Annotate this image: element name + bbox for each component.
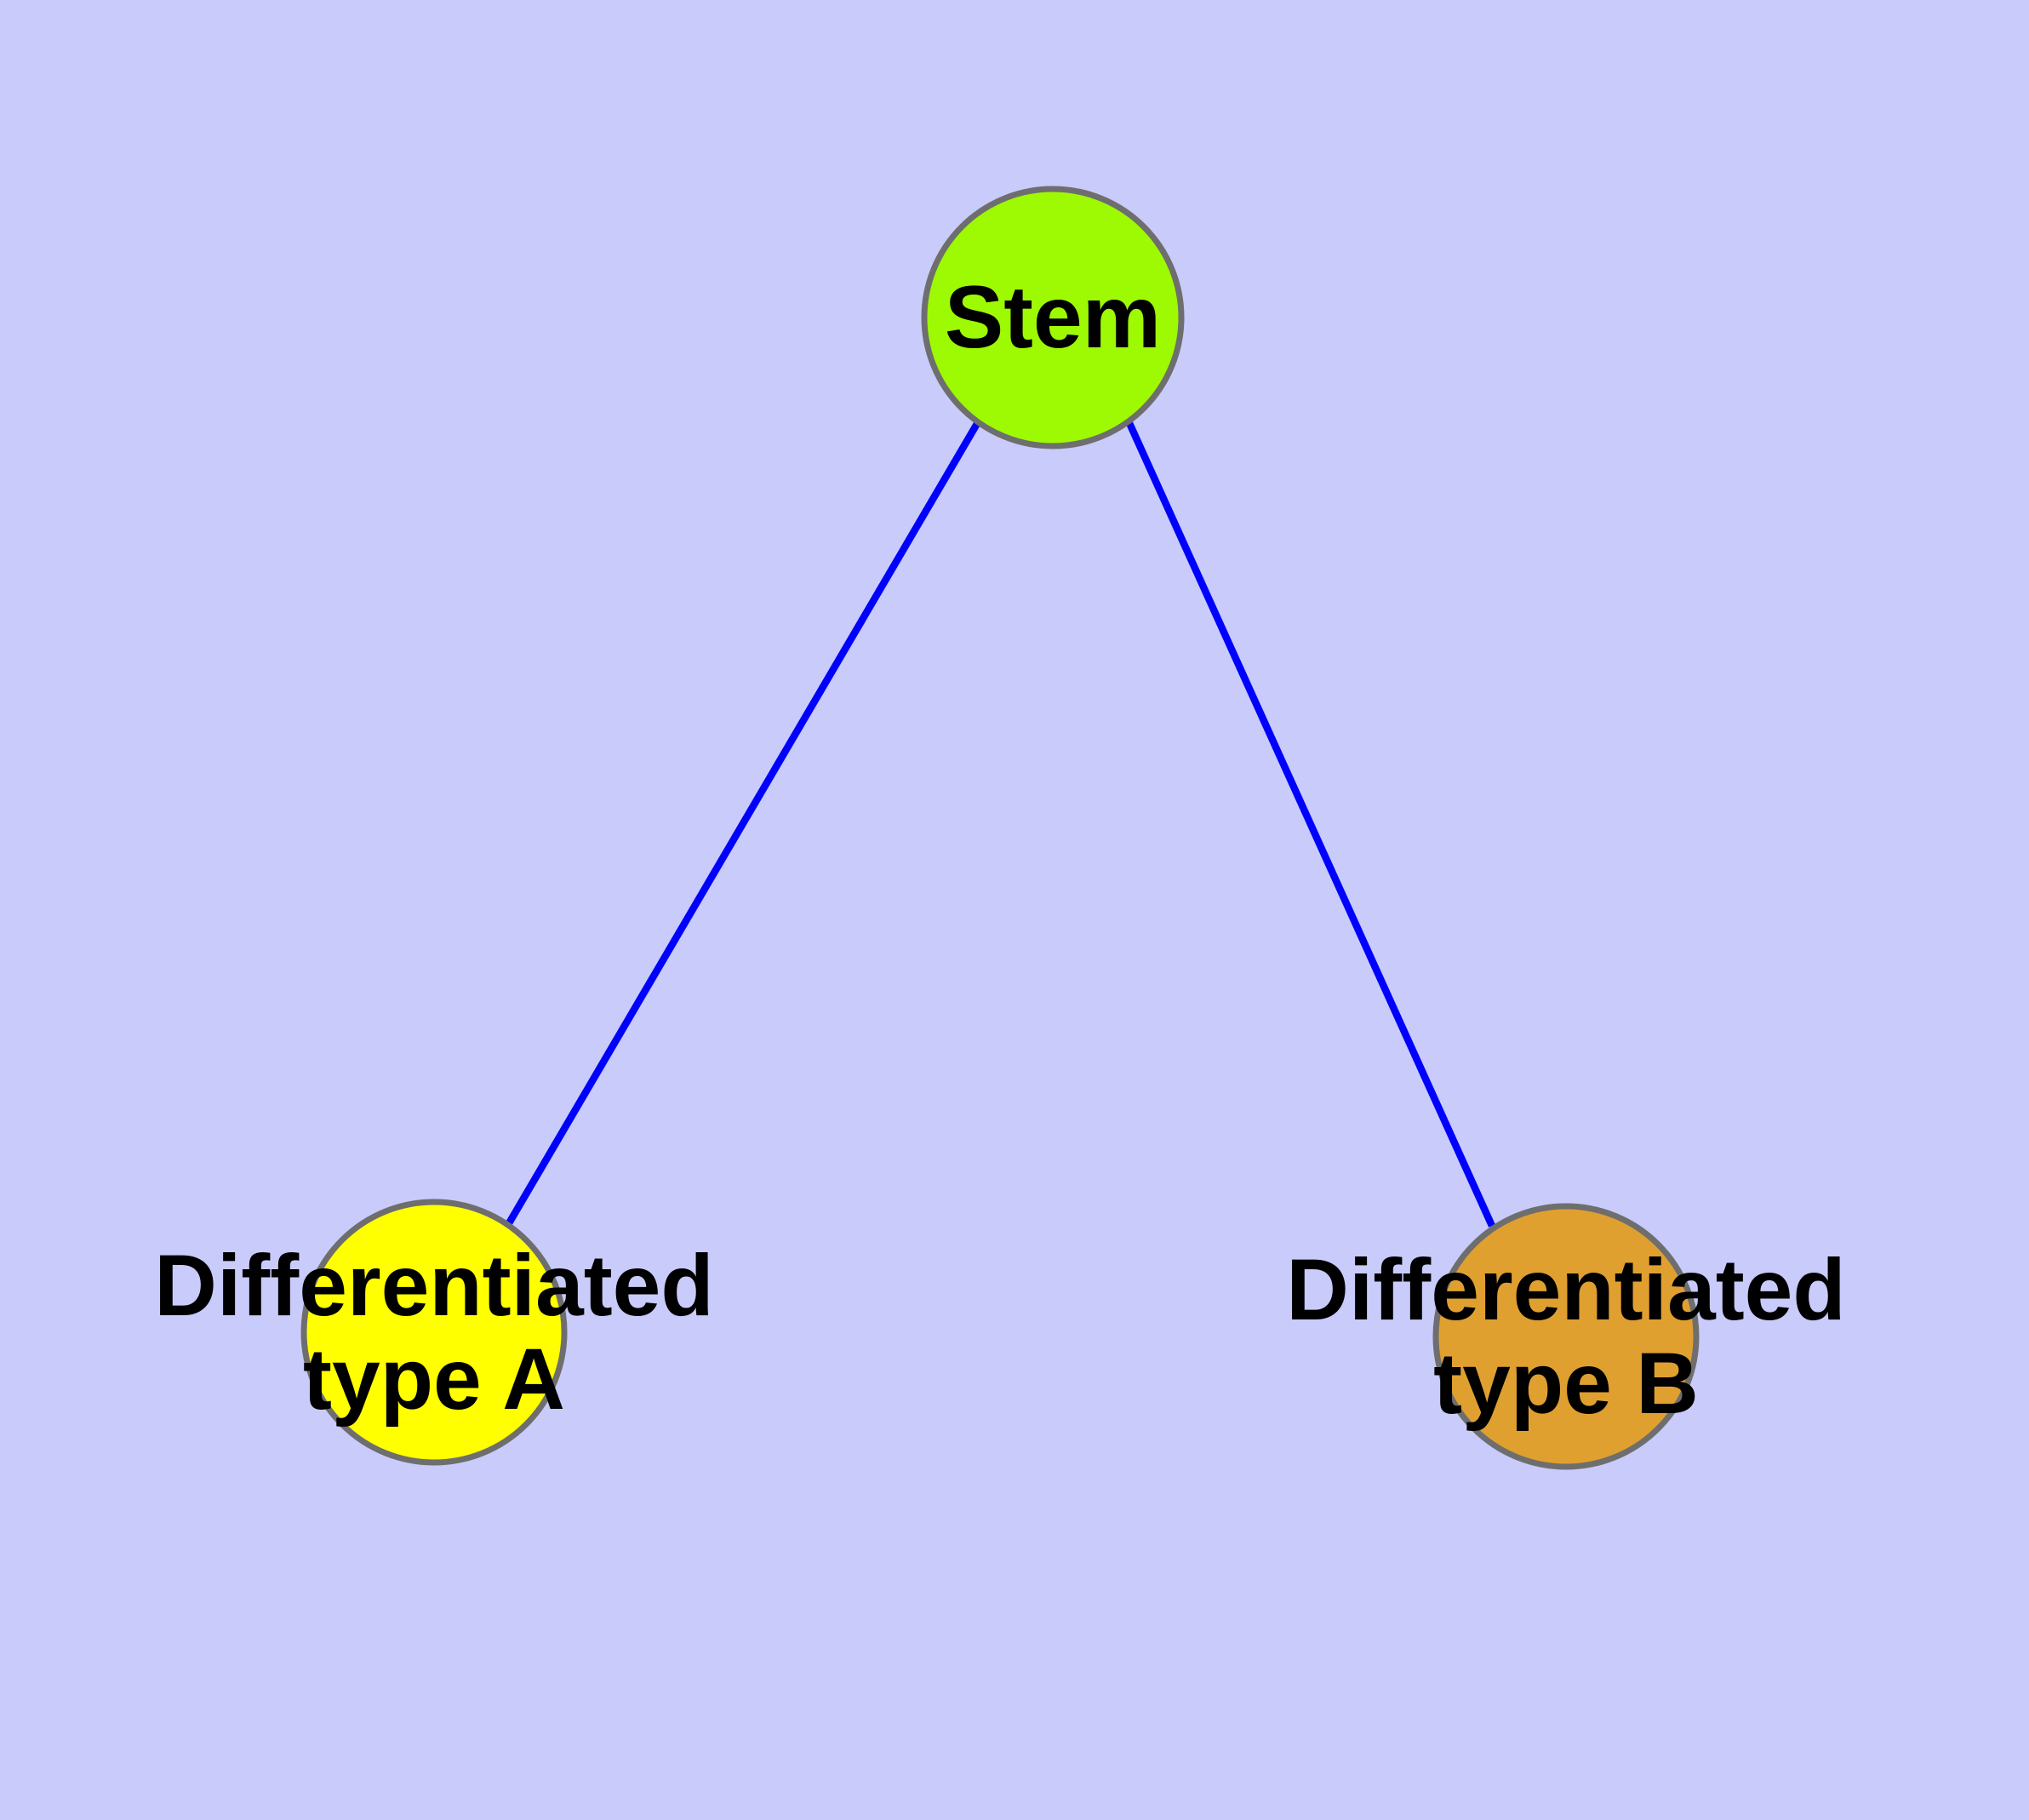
edge-stem-to-differentiated-type-b[interactable] bbox=[1126, 421, 1495, 1228]
node-layer bbox=[300, 186, 1700, 1470]
node-differentiated-type-a[interactable] bbox=[300, 1199, 568, 1466]
edge-layer bbox=[506, 420, 1495, 1228]
node-stem[interactable] bbox=[921, 186, 1185, 449]
node-differentiated-type-b[interactable] bbox=[1432, 1203, 1700, 1470]
edge-stem-to-differentiated-type-a[interactable] bbox=[506, 420, 981, 1226]
